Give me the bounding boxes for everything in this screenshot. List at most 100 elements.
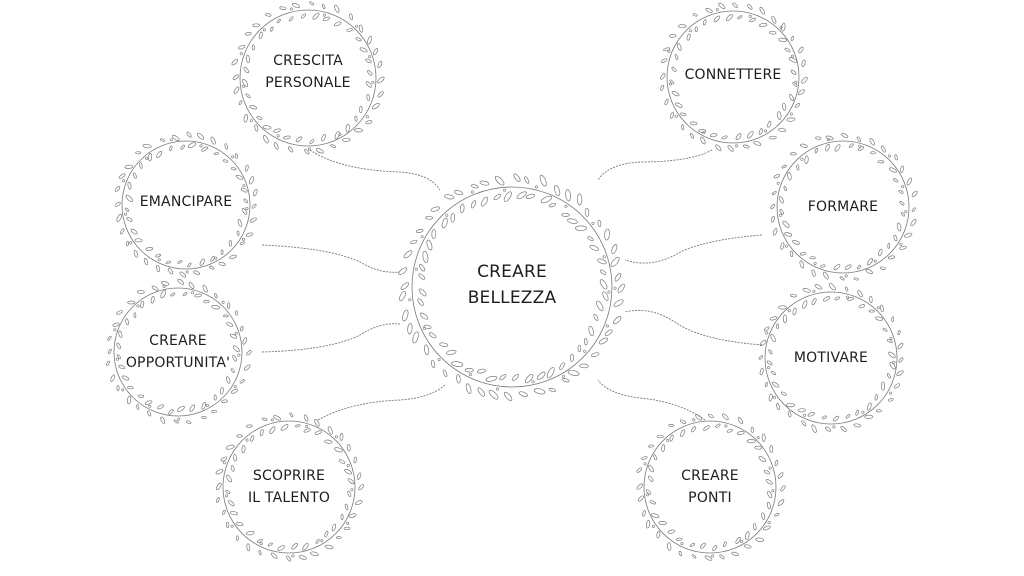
leaf-icon xyxy=(249,105,258,110)
leaf-icon xyxy=(315,539,320,544)
connectors xyxy=(261,149,763,421)
leaf-icon xyxy=(213,152,219,156)
leaf-icon xyxy=(778,305,787,310)
leaf-icon xyxy=(676,537,683,541)
node-emancipare: EMANCIPARE xyxy=(140,191,233,213)
leaf-icon xyxy=(591,352,600,358)
leaf-icon xyxy=(377,91,384,98)
leaf-icon xyxy=(235,310,238,316)
leaf-icon xyxy=(660,84,665,91)
leaf-icon xyxy=(259,429,264,437)
leaf-icon xyxy=(569,353,574,363)
leaf-icon xyxy=(777,127,787,133)
leaf-icon xyxy=(858,304,866,309)
node-scoprire-il-talento: SCOPRIRE IL TALENTO xyxy=(248,465,330,509)
leaf-icon xyxy=(116,213,123,222)
leaf-icon xyxy=(911,190,918,197)
leaf-icon xyxy=(261,417,268,421)
wreath-formare xyxy=(770,132,918,281)
leaf-icon xyxy=(289,412,294,418)
leaf-icon xyxy=(304,149,310,155)
leaf-icon xyxy=(671,90,680,97)
leaf-icon xyxy=(671,66,677,72)
leaf-icon xyxy=(599,279,608,290)
leaf-icon xyxy=(790,152,797,156)
leaf-icon xyxy=(771,15,777,24)
berry-icon xyxy=(445,213,449,217)
berry-icon xyxy=(242,237,246,241)
berry-icon xyxy=(320,539,324,543)
leaf-icon xyxy=(742,144,750,149)
leaf-icon xyxy=(773,174,781,179)
leaf-icon xyxy=(315,148,324,154)
leaf-icon xyxy=(750,426,754,433)
leaf-icon xyxy=(359,106,363,114)
leaf-icon xyxy=(786,402,796,408)
leaf-icon xyxy=(669,434,674,442)
leaf-icon xyxy=(156,265,160,272)
leaf-icon xyxy=(758,355,763,360)
leaf-icon xyxy=(267,542,273,547)
leaf-icon xyxy=(344,469,352,475)
leaf-icon xyxy=(596,300,604,311)
leaf-icon xyxy=(339,433,344,441)
leaf-icon xyxy=(589,244,599,251)
leaf-icon xyxy=(291,2,300,9)
leaf-icon xyxy=(798,46,804,54)
leaf-icon xyxy=(781,22,786,32)
leaf-icon xyxy=(187,142,197,149)
leaf-icon xyxy=(840,425,847,432)
leaf-icon xyxy=(197,132,204,140)
leaf-icon xyxy=(226,521,230,529)
node-opportunita-line1: CREARE xyxy=(149,333,207,349)
leaf-icon xyxy=(848,143,854,148)
leaf-icon xyxy=(366,94,370,102)
leaf-icon xyxy=(126,395,132,405)
berry-icon xyxy=(346,463,350,467)
leaf-icon xyxy=(358,24,364,33)
leaf-icon xyxy=(768,393,773,402)
leaf-icon xyxy=(900,212,906,217)
wreath-ponti xyxy=(636,413,786,561)
berry-icon xyxy=(899,243,903,247)
leaf-icon xyxy=(303,414,309,422)
leaf-icon xyxy=(465,383,472,395)
berry-icon xyxy=(259,542,263,546)
leaf-icon xyxy=(182,292,188,297)
leaf-icon xyxy=(807,412,815,417)
leaf-icon xyxy=(169,145,173,152)
leaf-icon xyxy=(669,79,675,85)
leaf-icon xyxy=(479,180,490,186)
leaf-icon xyxy=(245,54,250,64)
leaf-icon xyxy=(801,76,808,84)
leaf-icon xyxy=(243,113,248,123)
leaf-icon xyxy=(263,135,269,144)
leaf-icon xyxy=(235,174,244,180)
leaf-icon xyxy=(726,428,734,433)
berry-icon xyxy=(787,309,791,313)
leaf-icon xyxy=(177,278,185,285)
leaf-icon xyxy=(444,194,455,200)
leaf-icon xyxy=(246,424,253,428)
leaf-icon xyxy=(787,171,792,181)
leaf-icon xyxy=(170,292,176,297)
leaf-icon xyxy=(769,135,777,140)
leaf-icon xyxy=(722,413,729,421)
leaf-icon xyxy=(180,144,185,150)
berry-icon xyxy=(702,131,706,135)
leaf-icon xyxy=(822,296,831,302)
leaf-icon xyxy=(199,258,205,267)
berry-icon xyxy=(222,461,226,465)
leaf-icon xyxy=(160,138,166,142)
berry-icon xyxy=(338,133,342,137)
leaf-icon xyxy=(802,287,811,293)
central-line1: CREARE xyxy=(477,262,547,282)
leaf-icon xyxy=(674,54,679,60)
leaf-icon xyxy=(516,191,527,200)
leaf-icon xyxy=(124,164,134,169)
berry-icon xyxy=(262,28,266,32)
berry-icon xyxy=(832,425,836,429)
leaf-icon xyxy=(858,146,865,151)
leaf-icon xyxy=(211,410,217,414)
leaf-icon xyxy=(335,536,342,539)
